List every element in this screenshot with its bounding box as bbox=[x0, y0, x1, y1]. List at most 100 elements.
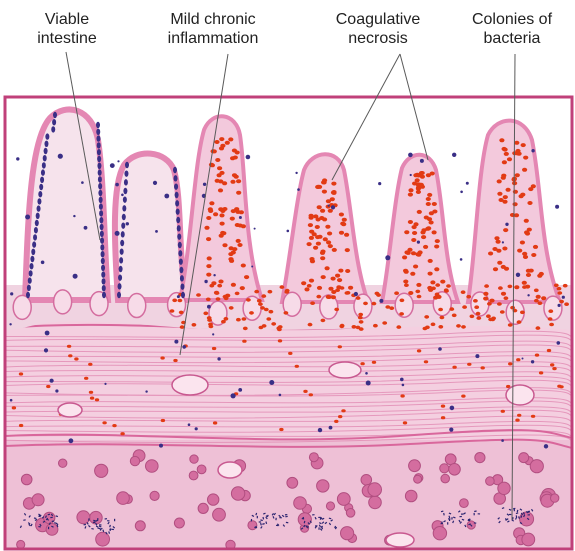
necrotic-cell bbox=[342, 218, 347, 222]
red-blood-cell bbox=[515, 419, 519, 422]
necrotic-cell bbox=[504, 296, 509, 300]
necrotic-cell bbox=[410, 272, 415, 276]
necrotic-cell bbox=[203, 312, 208, 316]
muscle-layer bbox=[5, 440, 572, 551]
necrotic-cell bbox=[432, 202, 437, 206]
muscle-cell bbox=[460, 499, 469, 508]
red-blood-cell bbox=[517, 414, 521, 417]
red-blood-cell bbox=[68, 354, 72, 357]
bacterium bbox=[315, 525, 317, 526]
necrotic-cell bbox=[444, 288, 449, 292]
bacterium bbox=[451, 517, 452, 519]
epithelial-nucleus bbox=[102, 278, 106, 284]
necrotic-cell bbox=[309, 236, 314, 240]
necrotic-cell bbox=[315, 225, 320, 229]
necrotic-cell bbox=[192, 323, 197, 327]
necrotic-cell bbox=[502, 160, 507, 164]
epithelial-nucleus bbox=[124, 179, 128, 185]
red-blood-cell bbox=[212, 347, 216, 350]
necrotic-cell bbox=[434, 267, 439, 271]
necrotic-cell bbox=[431, 287, 436, 291]
necrotic-cell bbox=[310, 259, 315, 263]
necrotic-cell bbox=[382, 321, 387, 325]
necrotic-cell bbox=[231, 283, 236, 287]
bacterium bbox=[449, 519, 450, 521]
necrotic-cell bbox=[408, 291, 413, 295]
necrotic-cell bbox=[416, 190, 421, 194]
epithelial-nucleus bbox=[100, 224, 104, 230]
epithelial-nucleus bbox=[34, 227, 38, 233]
necrotic-cell bbox=[228, 137, 233, 141]
muscle-cell bbox=[309, 453, 318, 462]
necrotic-cell bbox=[486, 314, 491, 318]
muscle-cell bbox=[409, 460, 421, 472]
necrotic-cell bbox=[204, 226, 209, 230]
inflammatory-cell bbox=[207, 305, 211, 309]
inflammatory-cell bbox=[115, 183, 119, 187]
necrotic-cell bbox=[223, 295, 228, 299]
necrotic-cell bbox=[280, 285, 285, 289]
inflammatory-cell bbox=[417, 241, 420, 244]
necrotic-cell bbox=[348, 286, 353, 290]
epithelial-nucleus bbox=[99, 210, 103, 216]
blood-vessel bbox=[386, 533, 414, 547]
necrotic-cell bbox=[345, 291, 350, 295]
muscle-cell bbox=[361, 475, 372, 486]
muscle-cell bbox=[96, 532, 110, 546]
necrotic-cell bbox=[321, 180, 326, 184]
necrotic-cell bbox=[541, 296, 546, 300]
necrotic-cell bbox=[529, 269, 534, 273]
necrotic-cell bbox=[340, 286, 345, 290]
necrotic-cell bbox=[261, 294, 266, 298]
muscle-cell bbox=[146, 460, 159, 473]
epithelial-nucleus bbox=[179, 267, 183, 273]
necrotic-cell bbox=[170, 309, 175, 313]
necrotic-cell bbox=[213, 212, 218, 216]
necrotic-cell bbox=[517, 249, 522, 253]
necrotic-cell bbox=[497, 261, 502, 265]
necrotic-cell bbox=[419, 171, 424, 175]
necrotic-cell bbox=[375, 292, 380, 296]
epithelial-nucleus bbox=[97, 149, 101, 155]
necrotic-cell bbox=[356, 296, 361, 300]
muscle-cell bbox=[21, 474, 32, 485]
necrotic-cell bbox=[313, 214, 318, 218]
necrotic-cell bbox=[242, 317, 247, 321]
inflammatory-cell bbox=[213, 274, 215, 276]
inflammatory-cell bbox=[121, 194, 124, 197]
necrotic-cell bbox=[233, 156, 238, 160]
necrotic-cell bbox=[260, 306, 265, 310]
necrotic-cell bbox=[228, 252, 233, 256]
muscle-cell bbox=[150, 491, 159, 500]
necrotic-cell bbox=[449, 307, 454, 311]
red-blood-cell bbox=[242, 340, 246, 343]
necrotic-cell bbox=[522, 281, 527, 285]
inflammatory-cell bbox=[145, 390, 147, 392]
muscle-cell bbox=[551, 494, 559, 502]
necrotic-cell bbox=[413, 173, 418, 177]
bacterium bbox=[509, 514, 511, 515]
necrotic-cell bbox=[476, 312, 481, 316]
necrotic-cell bbox=[514, 285, 519, 289]
muscle-cell bbox=[117, 492, 130, 505]
epithelial-nucleus bbox=[97, 163, 101, 169]
necrotic-cell bbox=[404, 283, 409, 287]
necrotic-cell bbox=[206, 273, 211, 277]
epithelial-nucleus bbox=[100, 237, 104, 243]
necrotic-cell bbox=[345, 269, 350, 273]
bacterium bbox=[441, 522, 442, 524]
necrotic-cell bbox=[510, 306, 515, 310]
inflammatory-cell bbox=[460, 191, 463, 194]
inflammatory-cell bbox=[522, 358, 524, 360]
blood-vessel bbox=[172, 375, 208, 395]
inflammatory-cell bbox=[204, 280, 207, 283]
necrotic-cell bbox=[241, 224, 246, 228]
red-blood-cell bbox=[19, 372, 23, 375]
epithelial-nucleus bbox=[119, 266, 123, 272]
epithelial-nucleus bbox=[173, 167, 177, 173]
necrotic-cell bbox=[416, 283, 421, 287]
necrotic-cell bbox=[536, 326, 541, 330]
inflammatory-cell bbox=[557, 341, 561, 345]
necrotic-cell bbox=[207, 256, 212, 260]
muscle-cell bbox=[369, 496, 382, 509]
